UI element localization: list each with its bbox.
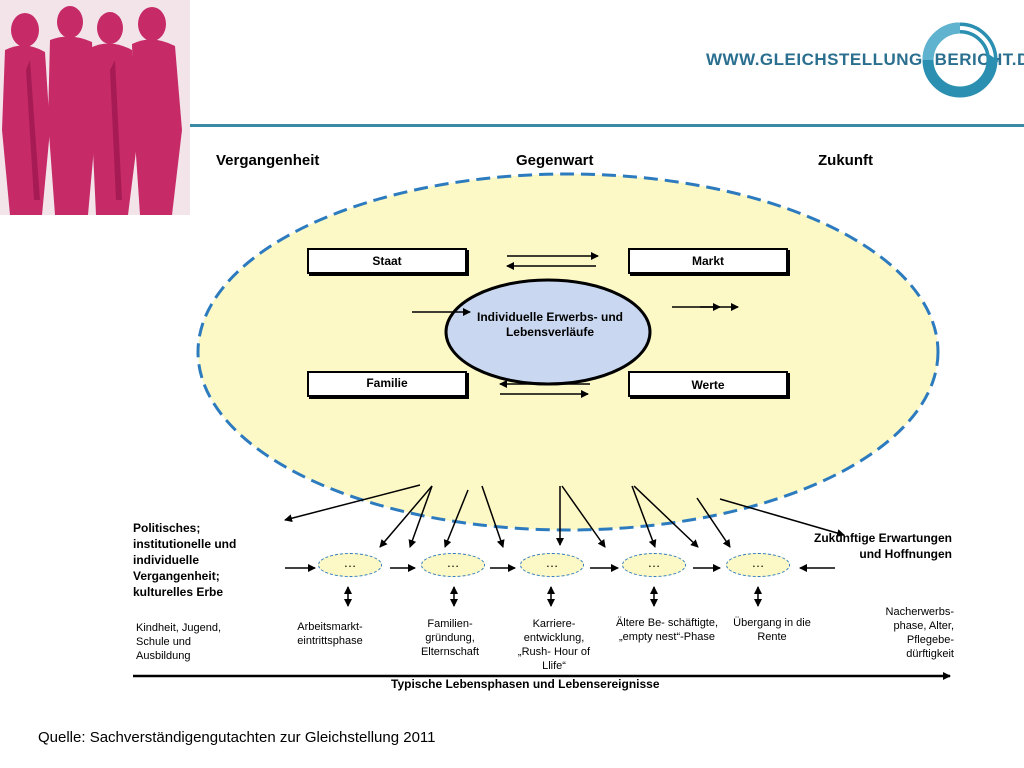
- axis-label: Typische Lebensphasen und Lebensereignis…: [391, 677, 660, 691]
- arrow-to-past: [284, 484, 421, 523]
- label-present: Gegenwart: [516, 152, 594, 169]
- future-expectations-label: Zukünftige Erwartungen und Hoffnungen: [814, 531, 952, 561]
- past-influences-label: Politisches; institutionelle und individ…: [133, 521, 237, 599]
- phase-label-post-employment: Nacherwerbs- phase, Alter, Pflegebe- dür…: [885, 606, 954, 660]
- phase-label-career: Karriere- entwicklung, „Rush- Hour of Ll…: [517, 618, 591, 672]
- factor-label-familie: Familie: [366, 376, 408, 390]
- circular-arrows-logo-icon: [922, 22, 999, 98]
- phase-node: …: [622, 553, 686, 577]
- factor-label-werte: Werte: [691, 378, 725, 392]
- label-future: Zukunft: [818, 152, 873, 169]
- factor-label-markt: Markt: [691, 254, 724, 268]
- factor-box-staat: Staat: [307, 248, 467, 274]
- arrow-to-future: [719, 498, 845, 537]
- women-silhouettes-photo: [0, 0, 190, 215]
- phase-node: …: [726, 553, 790, 577]
- header-divider: [190, 124, 1024, 127]
- phase-node: …: [421, 553, 485, 577]
- center-label: Individuelle Erwerbs- und Lebensverläufe: [476, 310, 624, 339]
- phase-label-family: Familien- gründung, Elternschaft: [420, 618, 480, 658]
- source-citation: Quelle: Sachverständigengutachten zur Gl…: [38, 729, 436, 746]
- factor-box-markt: Markt: [628, 248, 788, 274]
- website-url: WWW.GLEICHSTELLUNGSBERICHT.DE: [706, 50, 1024, 69]
- phase-label-older-workers: Ältere Be- schäftigte, „empty nest“-Phas…: [615, 617, 719, 643]
- label-past: Vergangenheit: [216, 152, 320, 169]
- factor-box-familie: Familie: [307, 371, 467, 397]
- phase-label-childhood: Kindheit, Jugend, Schule und Ausbildung: [136, 622, 222, 662]
- phase-node: …: [318, 553, 382, 577]
- factor-label-staat: Staat: [372, 254, 402, 268]
- phase-node: …: [520, 553, 584, 577]
- factor-box-werte: Werte: [628, 371, 788, 397]
- phase-label-retirement: Übergang in die Rente: [733, 617, 811, 643]
- phase-label-labor-entry: Arbeitsmarkt- eintrittsphase: [297, 621, 363, 647]
